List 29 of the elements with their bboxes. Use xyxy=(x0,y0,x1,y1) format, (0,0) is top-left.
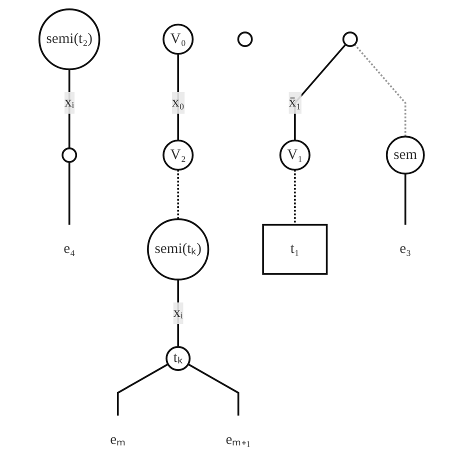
connector xyxy=(116,363,168,416)
node-circle xyxy=(236,32,252,47)
node-circle: semi(tₖ) xyxy=(146,218,209,280)
node-text: e₄ xyxy=(63,241,75,257)
connector xyxy=(404,174,406,225)
connector xyxy=(187,363,239,416)
connector xyxy=(294,170,296,225)
node-text: eₘ xyxy=(110,432,126,448)
connector xyxy=(68,162,70,225)
connector xyxy=(176,170,179,220)
node-circle xyxy=(342,32,358,47)
edge-label: xᵢ xyxy=(64,94,74,110)
node-circle: V₁ xyxy=(279,140,310,171)
edge-label: x̄₁ xyxy=(288,94,301,110)
node-circle: V₂ xyxy=(162,140,194,171)
edge-label: x₀ xyxy=(172,94,184,110)
connector xyxy=(68,69,70,148)
connector xyxy=(176,54,179,141)
node-circle: semi(t₂) xyxy=(38,8,100,70)
node-text: eₘ₊₁ xyxy=(225,432,251,448)
connector xyxy=(354,44,406,137)
node-text: e₃ xyxy=(399,241,411,257)
node-circle xyxy=(61,147,77,163)
node-circle: tₖ xyxy=(165,346,190,371)
node-circle: V₀ xyxy=(162,24,194,55)
node-circle: sem xyxy=(386,136,424,175)
edge-label: xᵢ xyxy=(172,305,183,321)
connector xyxy=(294,44,346,141)
node-box: t₁ xyxy=(262,224,328,275)
